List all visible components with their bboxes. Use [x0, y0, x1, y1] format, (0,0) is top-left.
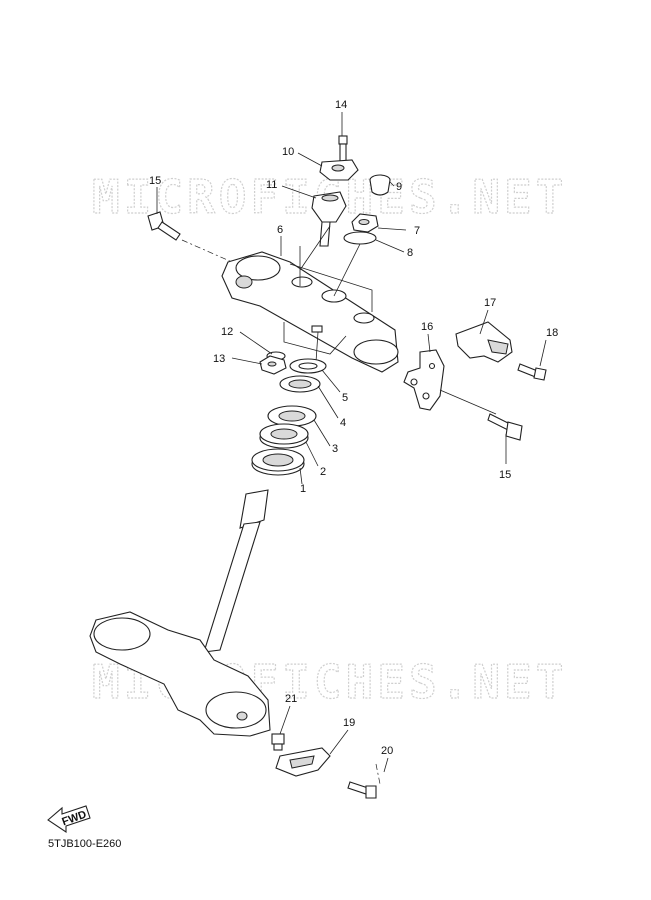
axis-line-bolt-15	[181, 239, 233, 263]
callout-8: 8	[407, 247, 413, 259]
callout-11: 11	[266, 179, 277, 191]
nut-7	[351, 213, 379, 233]
handlebar-clamp-upper	[319, 159, 359, 181]
lead-bracket-bolt	[439, 389, 497, 415]
callout-21: 21	[285, 693, 297, 705]
bracket-16	[403, 349, 445, 411]
axis-line-bolt-20	[375, 763, 381, 785]
fwd-arrow-icon: FWD	[47, 805, 91, 834]
bolt-15-left	[147, 211, 181, 241]
callout-16: 16	[421, 321, 433, 333]
callout-1: 1	[300, 483, 306, 495]
callout-15-lower: 15	[499, 469, 511, 481]
callout-9: 9	[396, 181, 402, 193]
align-lines-bottom	[283, 322, 347, 363]
leader-lines	[156, 112, 547, 773]
callout-10: 10	[282, 146, 294, 158]
bolt-20	[347, 781, 377, 799]
damper-9	[369, 174, 391, 196]
callout-18: 18	[546, 327, 558, 339]
callout-6: 6	[277, 224, 283, 236]
callout-13: 13	[213, 353, 225, 365]
callout-15-upper: 15	[149, 175, 161, 187]
seal-1	[251, 448, 305, 476]
hose-guide-19	[275, 747, 331, 777]
washer-8	[343, 231, 377, 245]
callout-7: 7	[414, 225, 420, 237]
callout-2: 2	[320, 466, 326, 478]
callout-3: 3	[332, 443, 338, 455]
bearing-cover-3	[267, 405, 317, 427]
callout-4: 4	[340, 417, 346, 429]
bolt-18	[517, 363, 547, 381]
bolt-15-right	[487, 413, 523, 441]
callout-14: 14	[335, 99, 347, 111]
bolt-14	[338, 135, 348, 163]
callout-5: 5	[342, 392, 348, 404]
bolt-21	[271, 733, 285, 751]
callout-19: 19	[343, 717, 355, 729]
callout-12: 12	[221, 326, 233, 338]
nut-13	[259, 355, 287, 375]
ring-nut-4	[279, 375, 321, 393]
bearing-2	[259, 423, 309, 449]
callout-20: 20	[381, 745, 393, 757]
steering-stem	[89, 489, 271, 737]
align-lines-top	[289, 225, 373, 312]
washer-5-inner	[298, 362, 318, 370]
callout-17: 17	[484, 297, 496, 309]
cap-marker	[311, 325, 323, 333]
cable-guide-17	[455, 321, 513, 363]
diagram-code: 5TJB100-E260	[48, 838, 122, 850]
fwd-label: FWD	[60, 809, 88, 829]
upper-bracket	[221, 251, 399, 373]
